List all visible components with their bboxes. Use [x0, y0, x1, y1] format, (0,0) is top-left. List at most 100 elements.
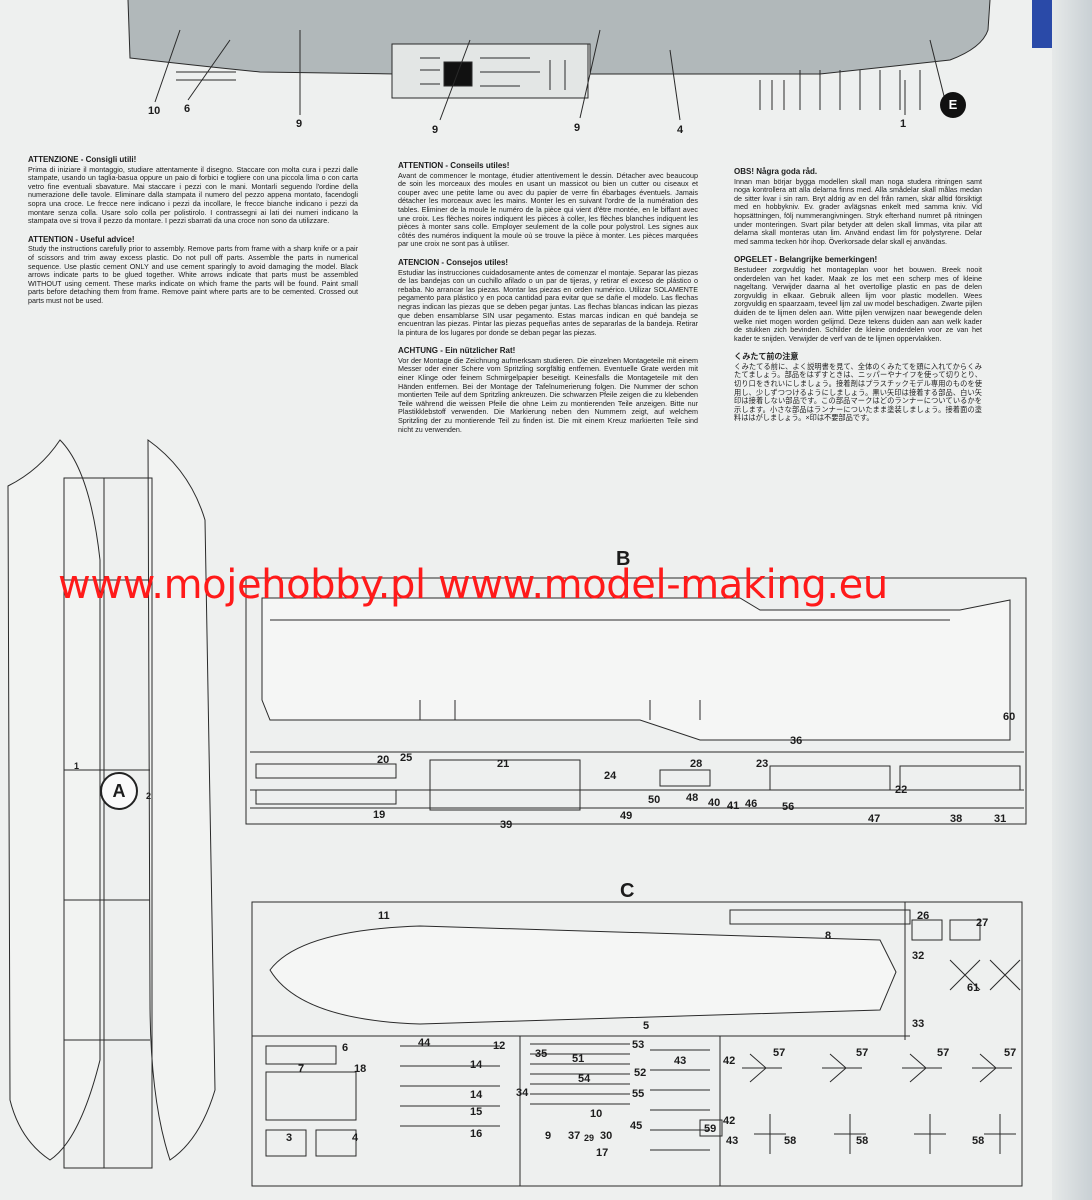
- part-number: 18: [354, 1063, 367, 1075]
- page-edge-shadow: [1052, 0, 1092, 1200]
- section-body-de: Vor der Montage die Zeichnung aufmerksam…: [398, 355, 698, 434]
- section-body-en: Study the instructions carefully prior t…: [28, 244, 358, 305]
- part-number: 29: [584, 1133, 595, 1143]
- part-number: 5: [643, 1020, 650, 1032]
- section-heading-ja: くみたて前の注意: [734, 352, 799, 362]
- part-number: 22: [895, 784, 908, 796]
- section-body-sv: Innan man börjar bygga modellen skall ma…: [734, 176, 982, 246]
- frame-a-runner: [63, 477, 153, 1169]
- part-number: 57: [937, 1047, 950, 1059]
- hull-bottom-part: [269, 925, 897, 1025]
- part-number: 61: [967, 982, 980, 994]
- part-number: 14: [470, 1059, 483, 1071]
- part-number: 8: [825, 930, 832, 942]
- part-number: 57: [773, 1047, 786, 1059]
- part-number: 36: [790, 735, 803, 747]
- part-number: 21: [497, 758, 510, 770]
- section-body-nl: Bestudeer zorgvuldig het montageplan voo…: [734, 264, 982, 343]
- part-number: 37: [568, 1130, 581, 1142]
- aircraft-row-top: [742, 1053, 1012, 1083]
- part-number: 48: [686, 792, 699, 804]
- part-number: 17: [596, 1147, 609, 1159]
- part-number: 43: [674, 1055, 687, 1067]
- part-number: 59: [704, 1123, 717, 1135]
- part-number: 40: [708, 797, 721, 809]
- part-number: 10: [590, 1108, 603, 1120]
- aircraft-row-bottom: [754, 1114, 1016, 1154]
- callout-number: 9: [574, 122, 581, 134]
- step-badge-e: E: [940, 92, 966, 118]
- callout-number: 4: [677, 124, 684, 136]
- callout-number: 1: [900, 118, 907, 130]
- hull-half-left: [7, 439, 101, 1161]
- instruction-column-1: ATTENZIONE - Consigli utili! Prima di in…: [28, 155, 358, 316]
- part-number: 34: [516, 1087, 529, 1099]
- callout-number: 10: [148, 105, 161, 117]
- part-number: 38: [950, 813, 963, 825]
- part-number: 39: [500, 819, 513, 831]
- frame-c-letter: C: [620, 880, 635, 902]
- part-number: 50: [648, 794, 661, 806]
- section-heading-de: ACHTUNG - Ein nützlicher Rat!: [398, 346, 516, 356]
- instruction-column-2: ATTENTION - Conseils utiles! Avant de co…: [398, 161, 698, 444]
- part-number: 55: [632, 1088, 645, 1100]
- part-number: 23: [756, 758, 769, 770]
- frame-b-letter: B: [616, 548, 631, 570]
- section-body-ja: くみたてる前に、よく説明書を見て、全体のくみたてを頭に入れてからくみたてましょう…: [734, 361, 982, 423]
- callout-number: 6: [184, 103, 191, 115]
- callout-number: 9: [296, 118, 303, 130]
- part-number: 27: [976, 917, 989, 929]
- part-number: 19: [373, 809, 386, 821]
- frame-a-badge: A: [100, 772, 138, 810]
- part-number: 49: [620, 810, 633, 822]
- part-number: 57: [1004, 1047, 1017, 1059]
- part-number: 26: [917, 910, 930, 922]
- part-number: 11: [378, 910, 390, 922]
- part-number: 47: [868, 813, 881, 825]
- part-number: 12: [493, 1040, 506, 1052]
- part-number: 14: [470, 1089, 483, 1101]
- instruction-column-3: OBS! Några goda råd. Innan man börjar by…: [734, 167, 982, 433]
- section-body-es: Estudiar las instrucciones cuidadosament…: [398, 267, 698, 337]
- section-heading-it: ATTENZIONE - Consigli utili!: [28, 155, 137, 164]
- part-number: 28: [690, 758, 703, 770]
- part-number: 43: [726, 1135, 739, 1147]
- section-body-fr: Avant de commencer le montage, étudier a…: [398, 170, 698, 249]
- part-number: 1: [74, 761, 80, 771]
- part-number: 56: [782, 801, 795, 813]
- part-number: 53: [632, 1039, 645, 1051]
- section-body-it: Prima di iniziare il montaggio, studiare…: [28, 164, 358, 226]
- part-number: 2: [146, 791, 152, 801]
- hull-half-right: [147, 439, 216, 1161]
- part-number: 52: [634, 1067, 647, 1079]
- part-number: 3: [286, 1132, 293, 1144]
- deck-details: [911, 919, 1021, 991]
- part-number: 58: [784, 1135, 797, 1147]
- part-number: 30: [600, 1130, 613, 1142]
- part-number: 58: [972, 1135, 985, 1147]
- part-number: 9: [545, 1130, 552, 1142]
- part-number: 60: [1003, 711, 1016, 723]
- part-number: 57: [856, 1047, 869, 1059]
- part-number: 35: [535, 1048, 548, 1060]
- part-number: 16: [470, 1128, 483, 1140]
- watermark-text: www.mojehobby.pl www.model-making.eu: [58, 562, 888, 608]
- section-heading-nl: OPGELET - Belangrijke bemerkingen!: [734, 255, 878, 265]
- part-number: 32: [912, 950, 925, 962]
- part-number: 58: [856, 1135, 869, 1147]
- part-number: 24: [604, 770, 617, 782]
- flight-deck-part: [261, 597, 1011, 741]
- part-number: 33: [912, 1018, 925, 1030]
- part-number: 51: [572, 1053, 585, 1065]
- frame-b-runner: [245, 577, 1027, 825]
- part-number: 44: [418, 1037, 431, 1049]
- island-structure: [391, 43, 589, 99]
- part-number: 42: [723, 1055, 736, 1067]
- part-number: 25: [400, 752, 413, 764]
- section-heading-es: ATENCION - Consejos utiles!: [398, 257, 509, 267]
- callout-number: 9: [432, 124, 439, 136]
- frame-c-runner: [251, 901, 1023, 1187]
- part-number: 42: [723, 1115, 736, 1127]
- part-number: 31: [994, 813, 1007, 825]
